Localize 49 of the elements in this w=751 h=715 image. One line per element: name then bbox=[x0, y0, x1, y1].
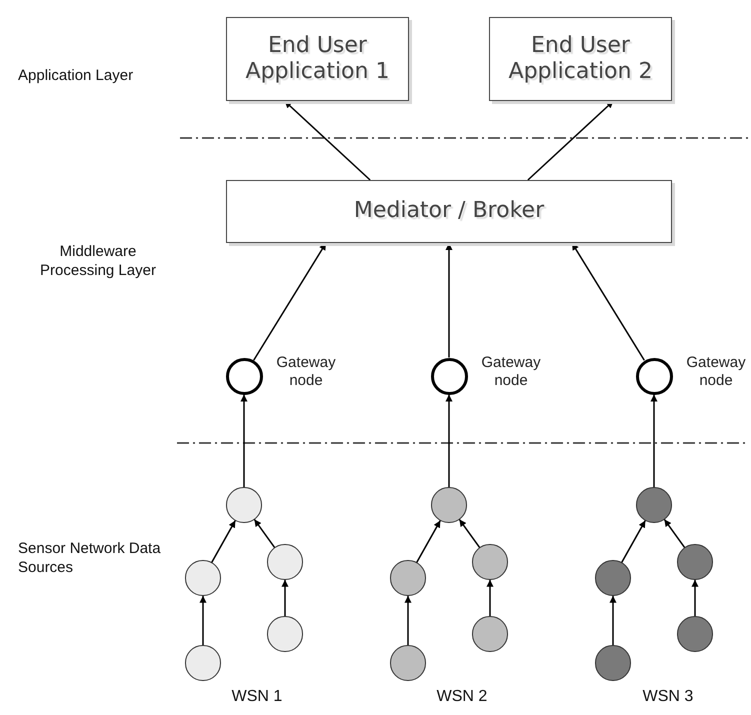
sensor-circle bbox=[390, 645, 426, 681]
layer-label: Middleware Processing Layer bbox=[39, 243, 157, 280]
sensor-circle bbox=[677, 544, 713, 580]
sensor-circle bbox=[431, 487, 467, 523]
network-label: WSN 1 bbox=[230, 687, 284, 707]
arrow bbox=[240, 394, 248, 488]
arrow bbox=[200, 596, 206, 646]
box-label: End User Application 1 bbox=[244, 32, 390, 86]
sensor-circle bbox=[267, 544, 303, 580]
arrow bbox=[458, 518, 480, 548]
arrow bbox=[486, 580, 494, 616]
node-caption: Gateway node bbox=[685, 354, 747, 390]
network-label: WSN 3 bbox=[642, 687, 694, 707]
arrow bbox=[211, 520, 236, 563]
arrow bbox=[254, 518, 276, 548]
arrow bbox=[621, 520, 646, 563]
process-box bbox=[226, 180, 672, 243]
sensor-circle bbox=[595, 560, 631, 596]
arrow bbox=[692, 580, 698, 616]
sensor-circle bbox=[267, 616, 303, 652]
gateway-circle bbox=[636, 358, 672, 394]
arrow bbox=[282, 580, 288, 616]
arrow bbox=[664, 518, 686, 548]
sensor-circle bbox=[677, 616, 713, 652]
sensor-circle bbox=[595, 645, 631, 681]
sensor-circle bbox=[472, 616, 508, 652]
arrow bbox=[446, 243, 452, 358]
arrow bbox=[610, 596, 616, 646]
box-label: End User Application 2 bbox=[508, 32, 654, 86]
arrow bbox=[404, 596, 412, 646]
sensor-circle bbox=[472, 544, 508, 580]
gateway-circle bbox=[226, 358, 262, 394]
layer-label: Application Layer bbox=[18, 67, 134, 86]
box-label: Mediator / Broker bbox=[354, 198, 544, 225]
sensor-circle bbox=[390, 560, 426, 596]
node-caption: Gateway node bbox=[275, 354, 337, 390]
process-box bbox=[226, 17, 409, 101]
sensor-circle bbox=[185, 645, 221, 681]
layer-label: Sensor Network Data Sources bbox=[18, 540, 162, 578]
arrow bbox=[446, 394, 452, 488]
sensor-circle bbox=[636, 487, 672, 523]
sensor-circle bbox=[226, 487, 262, 523]
node-caption: Gateway node bbox=[480, 354, 542, 390]
network-label: WSN 2 bbox=[436, 687, 488, 707]
arrow bbox=[650, 394, 658, 488]
arrow bbox=[416, 520, 441, 563]
gateway-circle bbox=[430, 358, 468, 394]
sensor-circle bbox=[185, 560, 221, 596]
process-box bbox=[489, 17, 672, 101]
